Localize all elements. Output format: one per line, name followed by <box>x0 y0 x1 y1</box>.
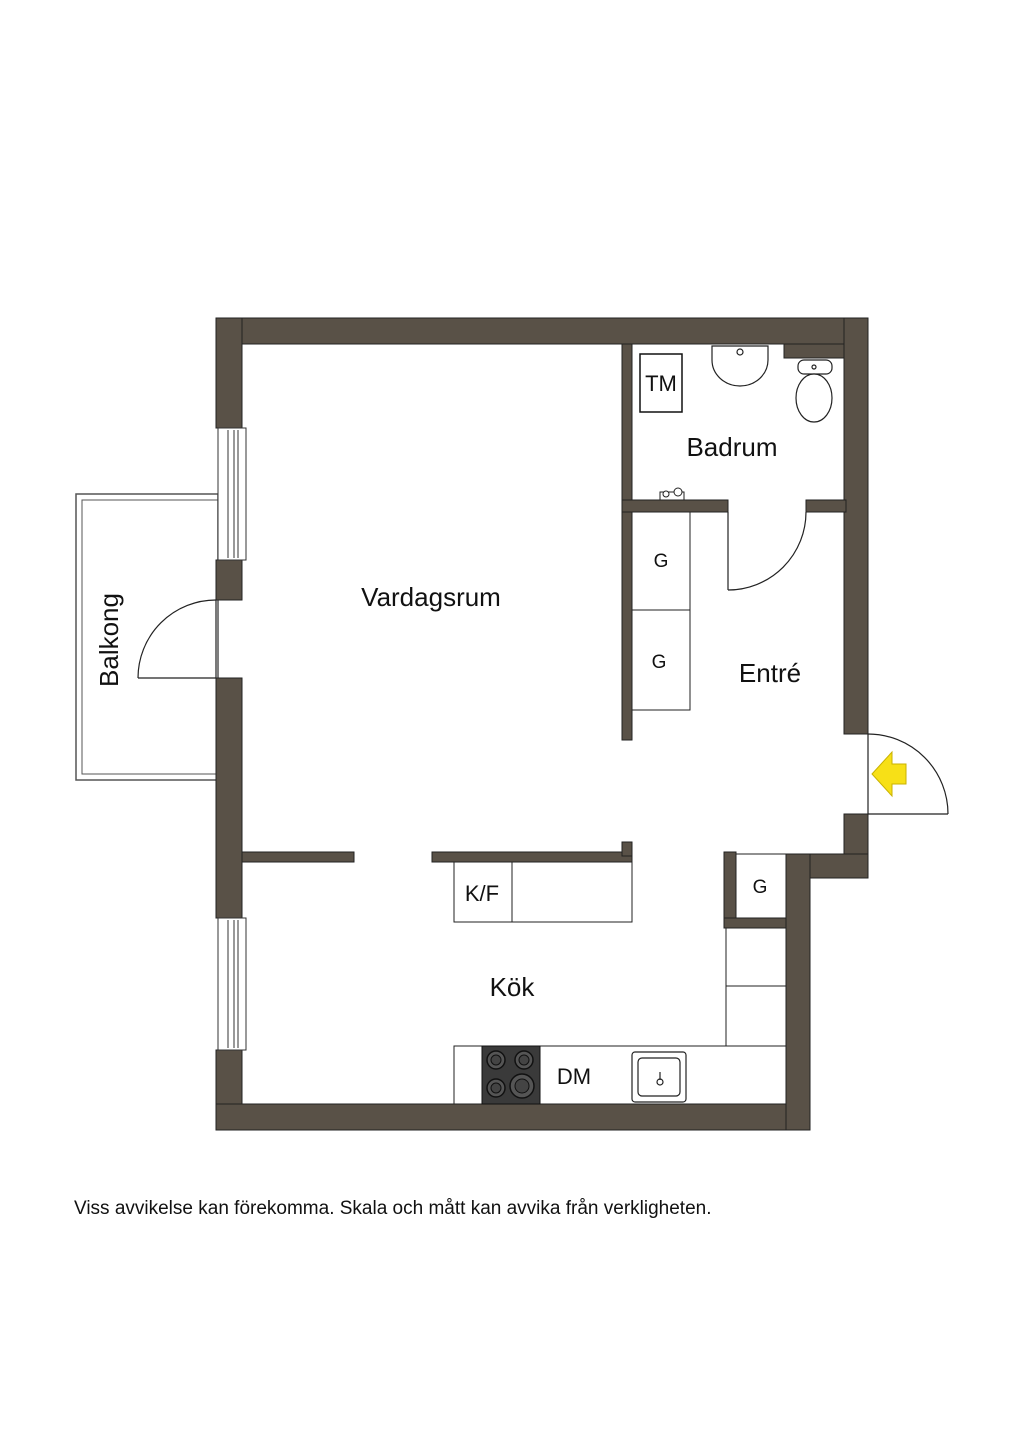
front-door <box>867 733 949 815</box>
wardrobe-entrance <box>631 511 691 711</box>
washbasin-icon <box>711 345 769 387</box>
kitchen-sink-icon <box>631 1051 687 1103</box>
room-label-living: Vardagsrum <box>361 582 501 612</box>
bathroom-door <box>727 511 807 591</box>
washing-machine-label: TM <box>645 371 677 396</box>
wardrobe-niche <box>735 853 787 919</box>
entrance-arrow-icon <box>871 750 907 798</box>
fridge-freezer-label: K/F <box>465 881 499 906</box>
shower-tap-icon <box>659 487 685 501</box>
interior-walls <box>241 343 847 929</box>
wardrobe-label-1: G <box>654 551 669 572</box>
room-label-kitchen: Kök <box>490 972 536 1002</box>
wardrobe-label-2: G <box>652 652 667 673</box>
outer-walls <box>215 317 869 1131</box>
room-label-bathroom: Badrum <box>686 432 777 462</box>
kitchen-counter-right <box>725 927 787 1047</box>
room-label-balcony: Balkong <box>94 593 124 687</box>
toilet-icon <box>795 359 833 423</box>
room-label-entrance: Entré <box>739 658 801 688</box>
wardrobe-label-3: G <box>753 877 768 898</box>
disclaimer-text: Viss avvikelse kan förekomma. Skala och … <box>74 1198 712 1219</box>
washing-machine: TM <box>639 353 683 413</box>
window-lower <box>217 917 247 1051</box>
fridge-freezer <box>453 861 633 923</box>
balcony <box>75 493 219 781</box>
stove-icon <box>481 1045 541 1105</box>
window-upper <box>217 427 247 561</box>
dishwasher-label: DM <box>557 1064 591 1089</box>
balcony-door <box>137 599 217 679</box>
